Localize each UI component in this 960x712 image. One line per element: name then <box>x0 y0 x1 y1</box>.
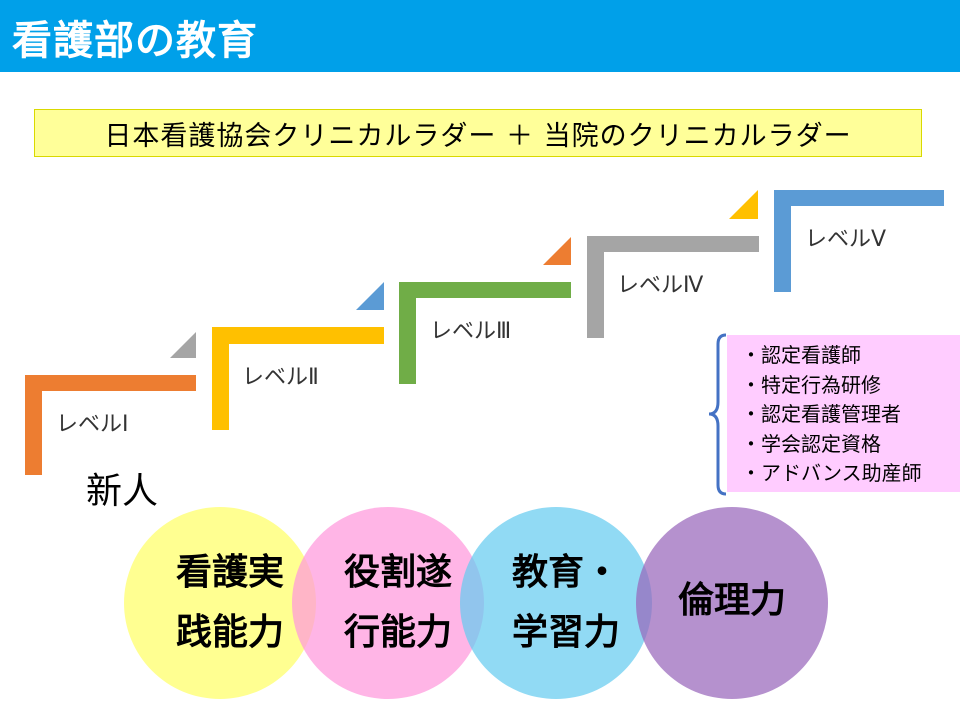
new-nurse-label: 新人 <box>86 471 159 512</box>
competency-1-line2: 践能力 <box>175 612 284 653</box>
competency-2-line2: 行能力 <box>343 612 452 653</box>
competency-1-text: 看護実 践能力 <box>160 543 300 663</box>
ladder-step-4 <box>587 190 759 338</box>
ladder-step-1 <box>25 332 196 475</box>
competency-2-text: 役割遂 行能力 <box>328 543 468 663</box>
competency-circle-4 <box>636 507 828 699</box>
level-2-label: レベルⅡ <box>242 365 319 390</box>
qualification-item: ・特定行為研修 <box>741 372 881 397</box>
ladder-banner: 日本看護協会クリニカルラダー ＋ 当院のクリニカルラダー <box>34 109 922 157</box>
header-bar: 看護部の教育 <box>0 0 960 72</box>
step-corner-marker <box>729 190 758 219</box>
competency-circle-1 <box>124 507 316 699</box>
competency-1-line1: 看護実 <box>175 552 284 593</box>
page-title: 看護部の教育 <box>12 18 258 64</box>
competency-3-line2: 学習力 <box>511 612 620 653</box>
qualifications-brace <box>708 333 727 496</box>
ladder-step-2 <box>212 282 384 430</box>
competency-2-line1: 役割遂 <box>343 552 452 593</box>
level-5-label: レベルⅤ <box>805 227 887 252</box>
ladder-staircase <box>25 190 944 475</box>
competency-3-text: 教育・ 学習力 <box>496 543 636 663</box>
level-1-label: レベルⅠ <box>56 412 129 437</box>
qualification-item: ・アドバンス助産師 <box>741 461 922 485</box>
level-3-label: レベルⅢ <box>430 319 512 344</box>
ladder-step-5 <box>774 190 944 292</box>
step-corner-marker <box>543 237 571 265</box>
competency-circle-3 <box>460 507 652 699</box>
qualification-item: ・認定看護師 <box>741 343 861 367</box>
ladder-step-3 <box>399 237 571 384</box>
qualification-item: ・学会認定資格 <box>741 431 881 456</box>
competency-4-text: 倫理力 <box>662 571 802 631</box>
competency-circle-2 <box>292 507 484 699</box>
qualification-item: ・認定看護管理者 <box>741 402 901 426</box>
step-corner-marker <box>170 332 196 358</box>
competency-3-line1: 教育・ <box>511 552 620 593</box>
competency-4-line1: 倫理力 <box>677 580 786 621</box>
qualifications-box: ・認定看護師 ・特定行為研修 ・認定看護管理者 ・学会認定資格 ・アドバンス助産… <box>727 335 960 492</box>
level-4-label: レベルⅣ <box>617 273 704 298</box>
step-corner-marker <box>356 282 384 310</box>
